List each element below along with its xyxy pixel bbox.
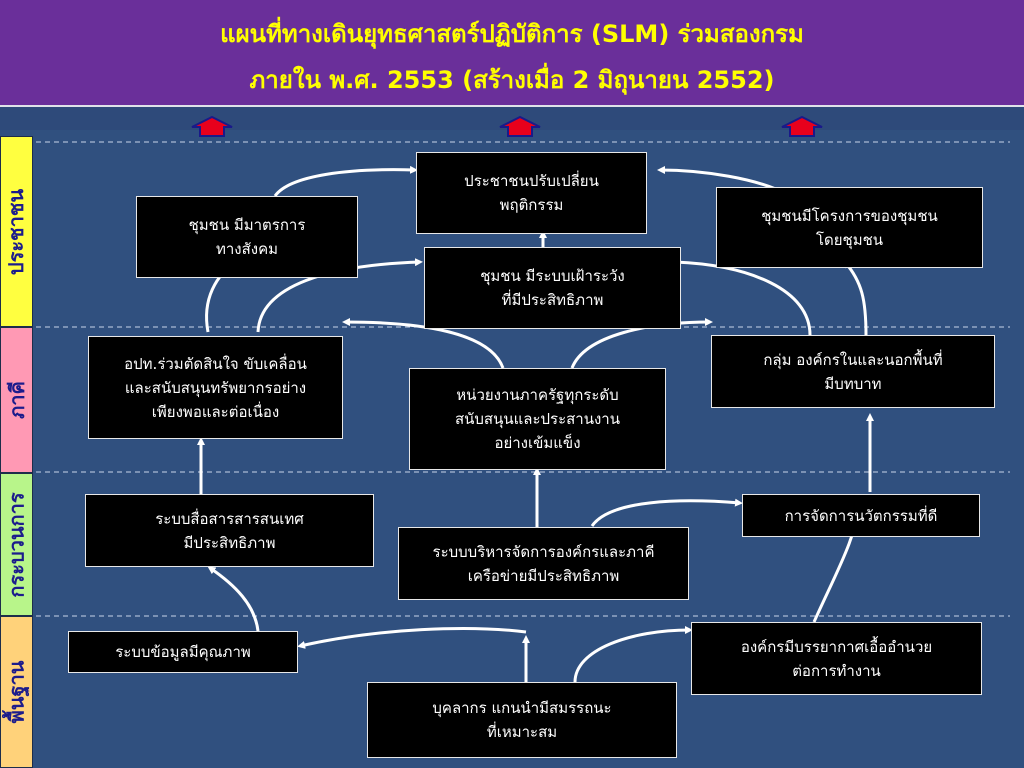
box-quality-data: ระบบข้อมูลมีคุณภาพ [68, 631, 298, 673]
perspective-label-foundation: พื้นฐาน [0, 616, 33, 768]
house-marker-icon [499, 115, 541, 137]
box-community-projects: ชุมชนมีโครงการของชุมชน โดยชุมชน [716, 187, 983, 268]
perspective-foundation-text: พื้นฐาน [4, 660, 29, 724]
box-community-social: ชุมชน มีมาตรการ ทางสังคม [136, 196, 358, 278]
box-local-admin: อปท.ร่วมตัดสินใจ ขับเคลื่อน และสนับสนุนท… [88, 336, 343, 439]
house-marker-icon [781, 115, 823, 137]
box-network-management: ระบบบริหารจัดการองค์กรและภาคี เครือข่ายม… [398, 527, 689, 600]
box-org-climate: องค์กรมีบรรยากาศเอื้ออำนวย ต่อการทำงาน [691, 622, 982, 695]
house-marker-icon [191, 115, 233, 137]
box-innovation: การจัดการนวัตกรรมที่ดี [742, 494, 980, 537]
perspective-label-people: ประชาชน [0, 136, 33, 327]
box-govt-agencies: หน่วยงานภาครัฐทุกระดับ สนับสนุนและประสาน… [409, 368, 666, 470]
cause-effect-arrows [197, 165, 874, 683]
perspective-partners-text: ภาคี [4, 381, 29, 419]
perspective-label-partners: ภาคี [0, 327, 33, 473]
box-community-surveillance: ชุมชน มีระบบเฝ้าระวัง ที่มีประสิทธิภาพ [424, 247, 681, 329]
box-local-groups: กลุ่ม องค์กรในและนอกพื้นที่ มีบทบาท [711, 335, 995, 408]
box-personnel: บุคลากร แกนนำมีสมรรถนะ ที่เหมาะสม [367, 682, 677, 758]
page-title: แผนที่ทางเดินยุทธศาสตร์ปฏิบัติการ (SLM) … [220, 20, 804, 48]
box-people-behavior: ประชาชนปรับเปลี่ยน พฤติกรรม [416, 152, 647, 234]
box-communication: ระบบสื่อสารสารสนเทศ มีประสิทธิภาพ [85, 494, 374, 567]
title-banner: แผนที่ทางเดินยุทธศาสตร์ปฏิบัติการ (SLM) … [0, 0, 1024, 107]
page-subtitle: ภายใน พ.ศ. 2553 (สร้างเมื่อ 2 มิถุนายน 2… [249, 66, 775, 94]
perspective-label-process: กระบวนการ [0, 473, 33, 616]
perspective-process-text: กระบวนการ [4, 491, 29, 598]
perspective-people-text: ประชาชน [4, 188, 29, 275]
